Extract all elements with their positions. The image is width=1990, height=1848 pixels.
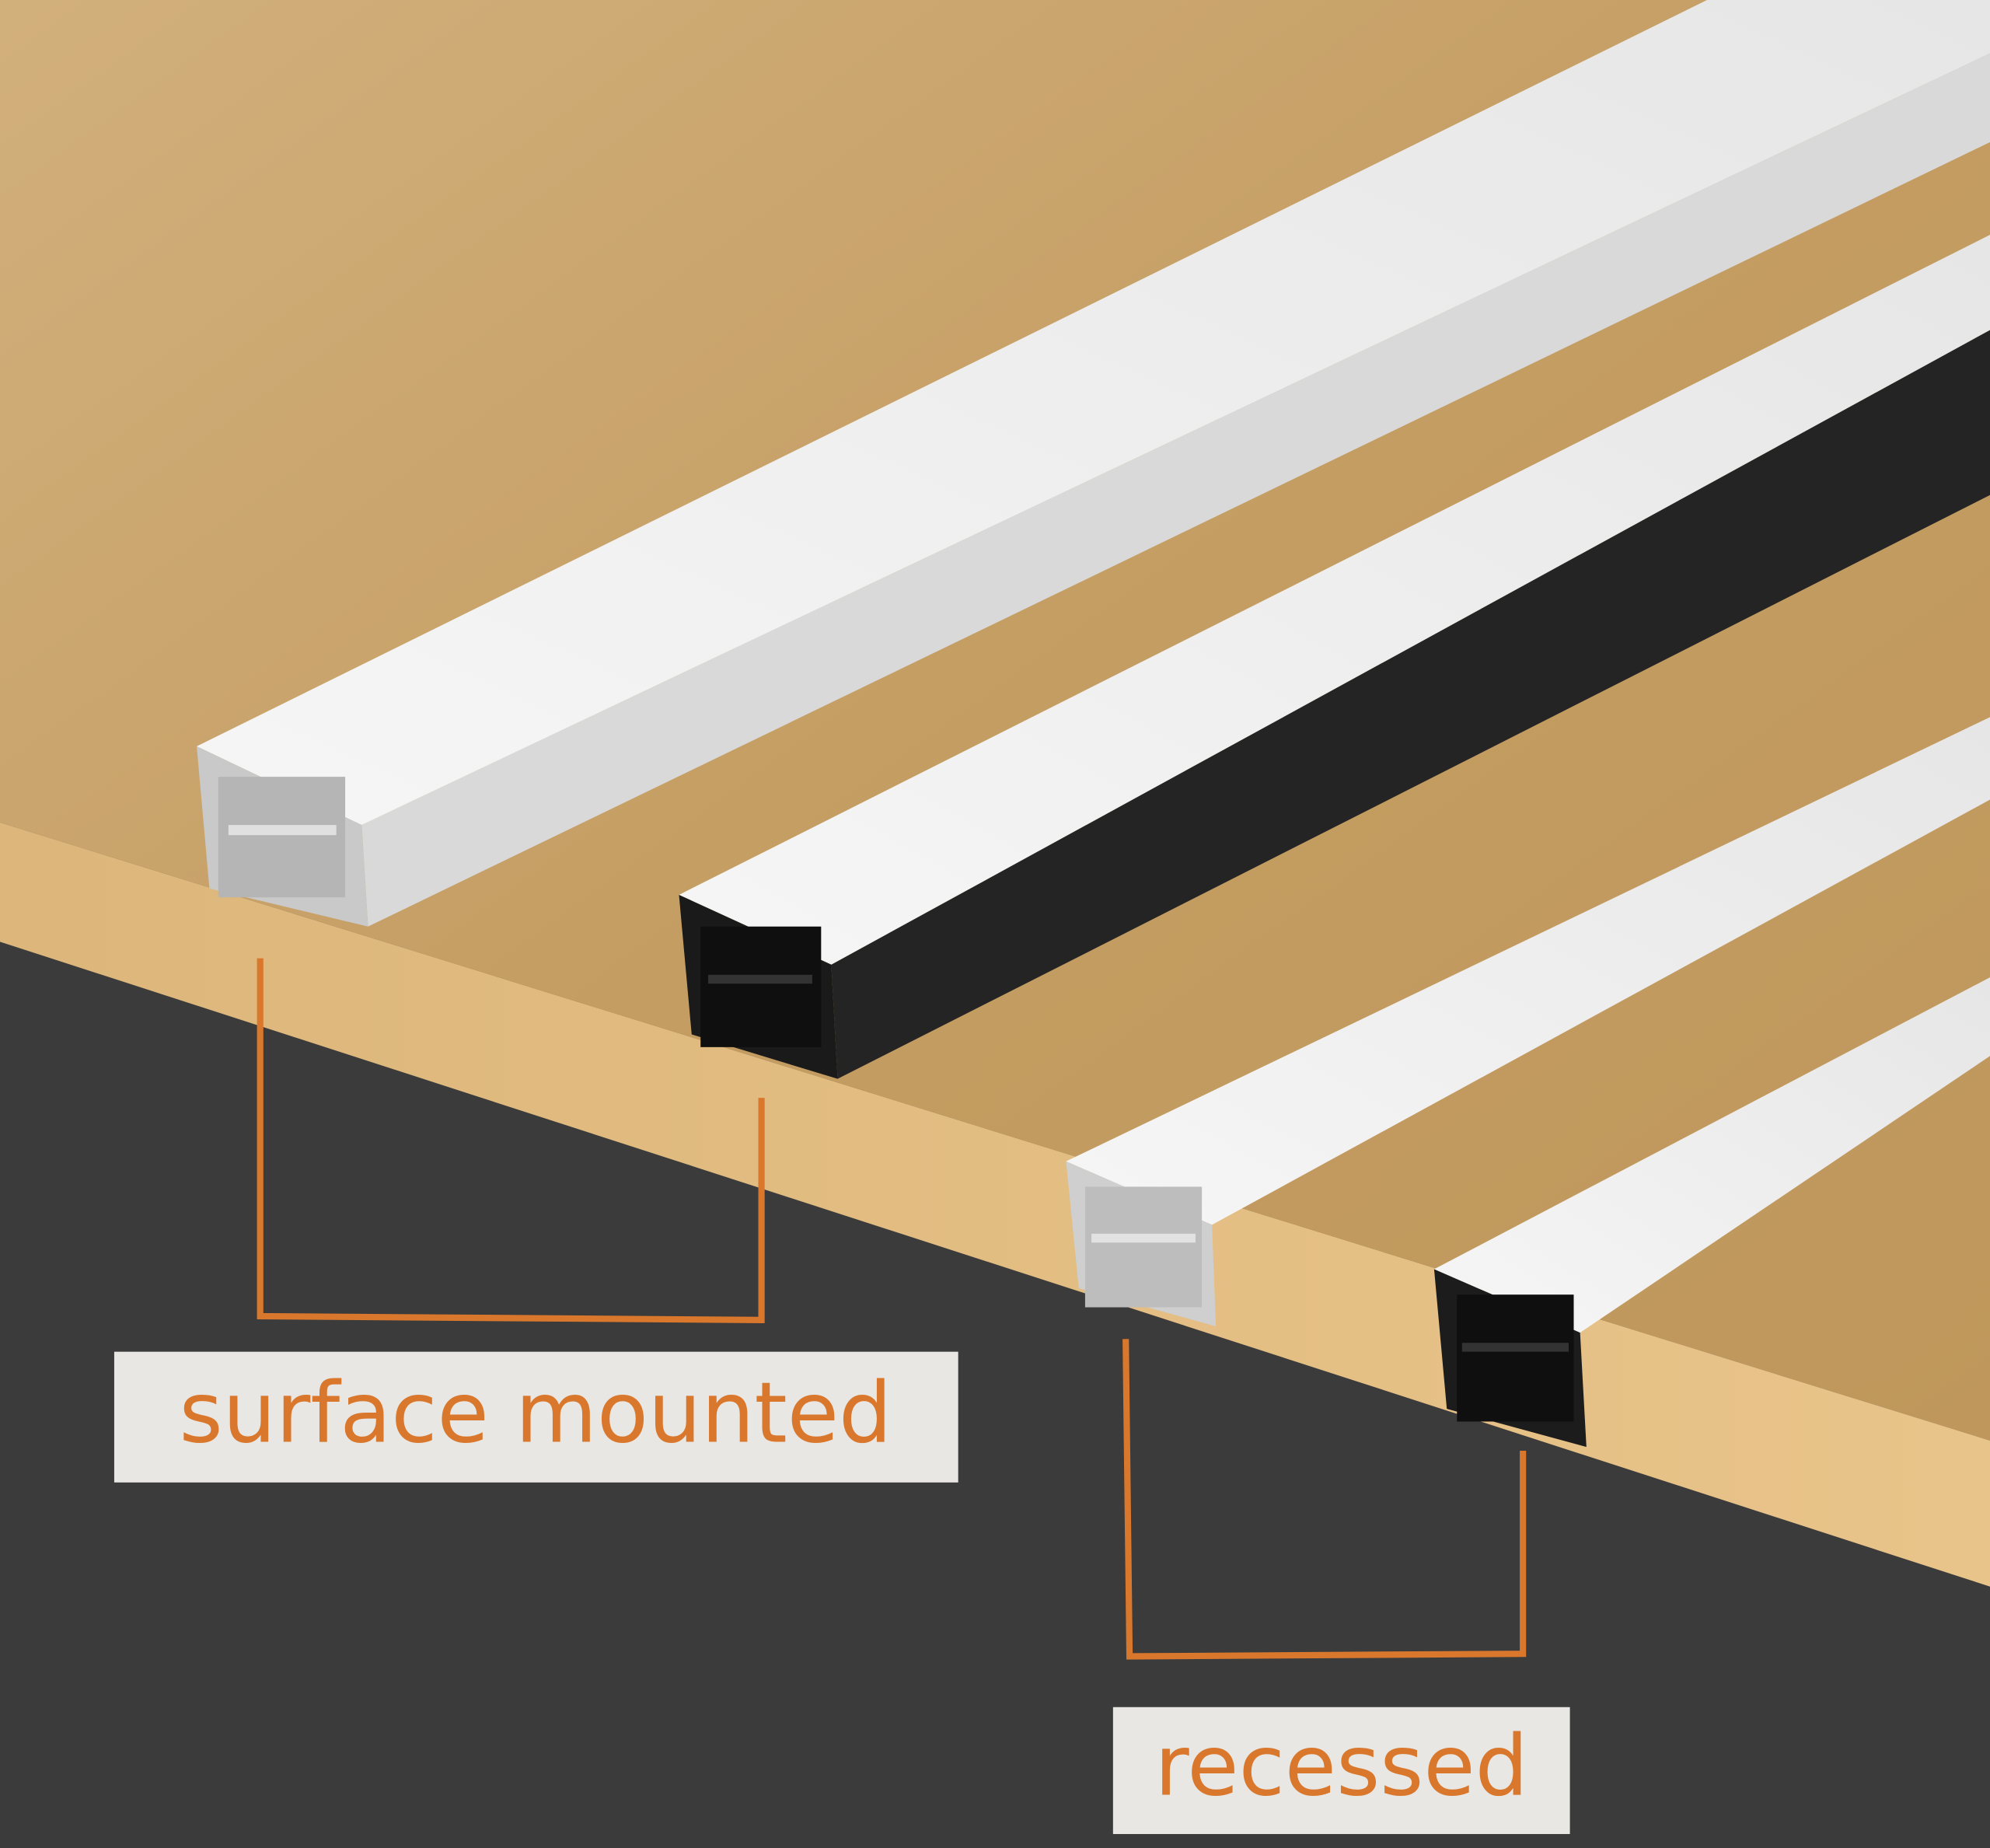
surface-mounted-bracket [257, 958, 765, 1323]
surface-black-profile [679, 235, 1990, 1079]
recessed-bracket [1122, 1339, 1527, 1660]
recessed-white-profile [1066, 717, 1990, 1327]
recessed-black-profile [1433, 977, 1990, 1448]
recessed-label-box [1112, 1707, 1570, 1835]
surface-white-profile [197, 0, 1990, 927]
surface-mounted-label: surface mounted [180, 1365, 892, 1462]
surface-mounted-label-box [113, 1351, 958, 1483]
recessed-label: recessed [1154, 1717, 1528, 1815]
